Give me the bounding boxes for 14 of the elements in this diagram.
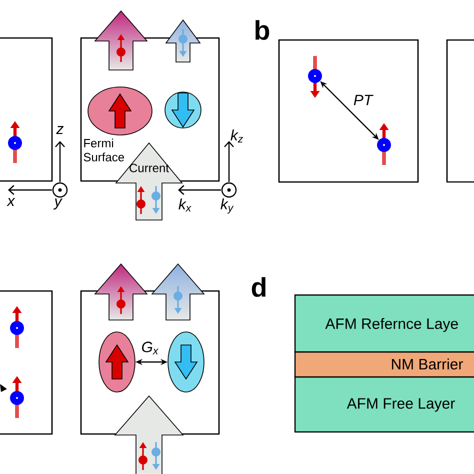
fermi-surface — [168, 332, 204, 392]
panel-letter: d — [252, 277, 266, 297]
layer-box: AFM Refernce Laye — [294, 294, 474, 353]
axis-label: k$_{z}$ — [230, 130, 243, 143]
fermi-surface — [98, 332, 136, 392]
layer-box: NM Barrier — [294, 351, 474, 378]
panel-letter: b — [256, 20, 270, 40]
axis-label: y — [53, 198, 62, 210]
layer-box: AFM Free Layer — [294, 376, 474, 433]
axis-label: x — [6, 198, 16, 206]
axis-label: z — [56, 126, 64, 134]
edge-label: PT — [354, 94, 374, 106]
edge-label: G$_{x}$ — [142, 342, 158, 354]
axis-label: k$_{y}$ — [220, 198, 234, 214]
